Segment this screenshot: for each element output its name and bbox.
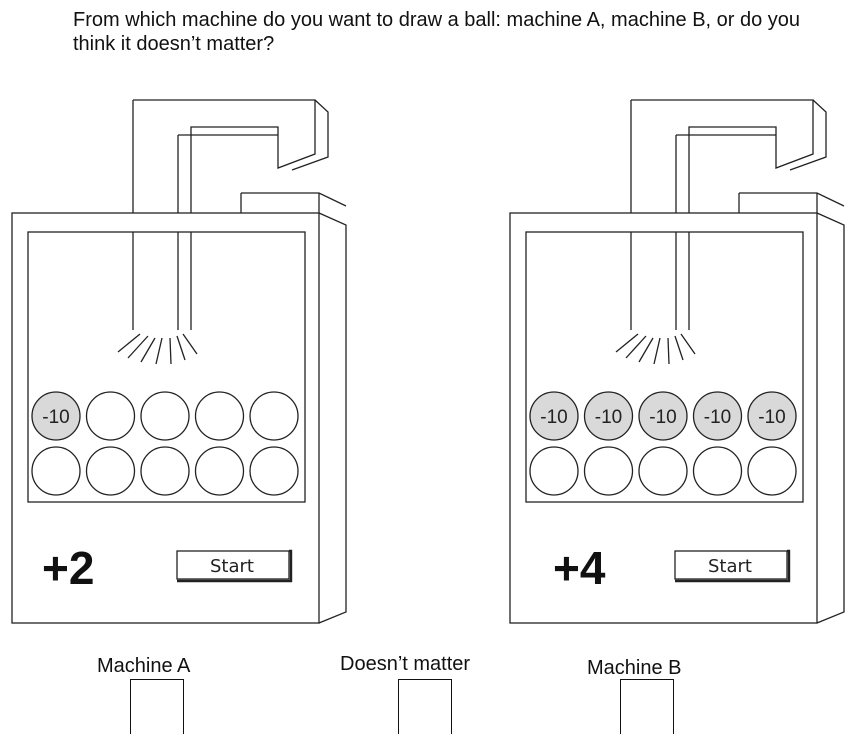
- ball: [249, 446, 299, 496]
- ball: [529, 446, 579, 496]
- ball-label: -10: [704, 407, 731, 428]
- ball: -10: [529, 391, 579, 441]
- ball: -10: [692, 391, 743, 441]
- ball: [747, 446, 797, 496]
- ball: [140, 391, 190, 441]
- question-text: From which machine do you want to draw a…: [73, 9, 801, 55]
- ball: [85, 446, 136, 496]
- option-doesnt-matter-checkbox[interactable]: [398, 679, 452, 734]
- ball: [31, 446, 81, 496]
- ball: [638, 446, 688, 496]
- machine-a-start-button[interactable]: Start: [210, 556, 254, 577]
- ball: [140, 446, 190, 496]
- machine-a-value: +2: [42, 542, 94, 594]
- ball-label: -10: [758, 407, 785, 428]
- option-machine-b-label: Machine B: [587, 657, 682, 679]
- ball: [194, 446, 245, 496]
- ball-label: -10: [595, 407, 622, 428]
- ball: -10: [638, 391, 688, 441]
- option-machine-a-label: Machine A: [97, 655, 191, 677]
- ball: [194, 391, 245, 441]
- ball-label: -10: [649, 407, 676, 428]
- ball: [692, 446, 743, 496]
- option-machine-b-checkbox[interactable]: [620, 679, 674, 734]
- ball: -10: [583, 391, 634, 441]
- ball: [583, 446, 634, 496]
- ball-label: -10: [540, 407, 567, 428]
- ball: [249, 391, 299, 441]
- option-machine-a-checkbox[interactable]: [130, 679, 184, 734]
- option-doesnt-matter-label: Doesn’t matter: [340, 653, 471, 675]
- machine-b-start-button[interactable]: Start: [708, 556, 752, 577]
- ball: -10: [747, 391, 797, 441]
- ball: -10: [31, 391, 81, 441]
- ball: [85, 391, 136, 441]
- machine-b-value: +4: [553, 542, 606, 594]
- ball-label: -10: [42, 407, 69, 428]
